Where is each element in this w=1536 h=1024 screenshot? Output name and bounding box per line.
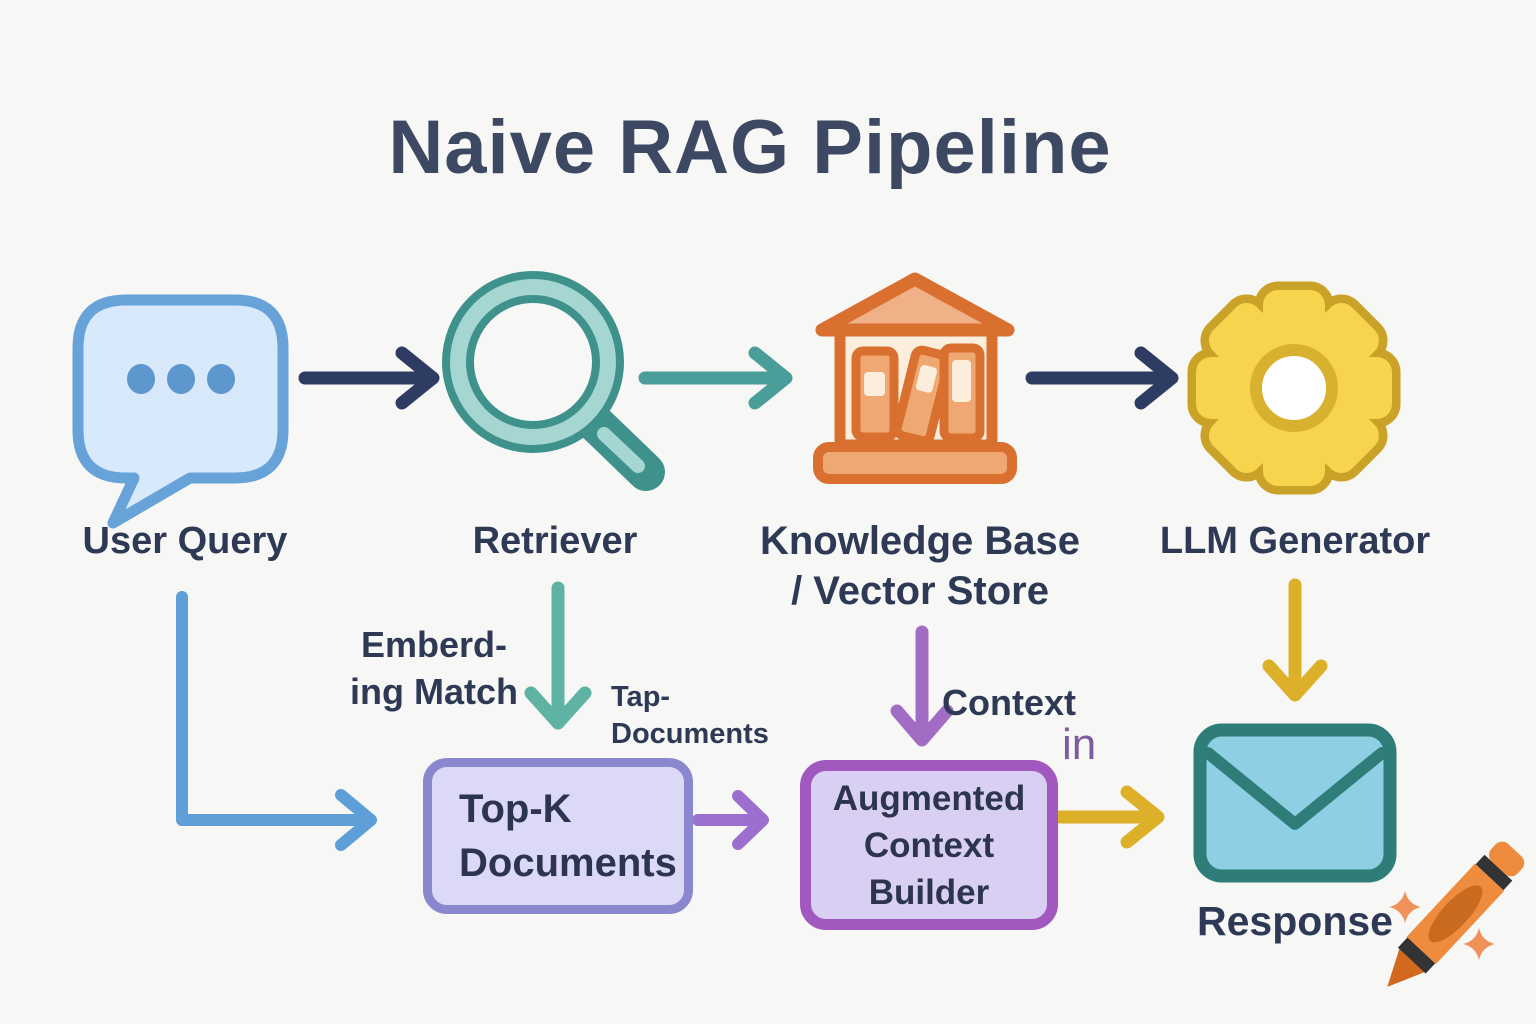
topk-documents-box: Top-K Documents [423, 758, 693, 914]
envelope-icon [1193, 723, 1397, 883]
arrow-userquery-retriever [298, 346, 440, 410]
arrow-acb-response [1053, 785, 1165, 849]
label-knowledge-base-line2: / Vector Store [791, 569, 1049, 613]
arrow-retriever-topk [524, 581, 592, 730]
page-title: Naive RAG Pipeline [388, 105, 1112, 190]
gear-icon [1187, 281, 1401, 495]
arrow-llm-response [1262, 578, 1328, 702]
library-building-icon [813, 272, 1017, 484]
label-context: Context [942, 682, 1076, 723]
label-embedding-line2: ing Match [350, 671, 518, 712]
arrow-retriever-knowledgebase [638, 346, 793, 410]
arrow-knowledgebase-acb [890, 625, 954, 747]
acb-box-line1: Augmented [832, 778, 1026, 818]
augmented-context-builder-box: Augmented Context Builder [800, 760, 1058, 930]
label-in: in [1062, 720, 1097, 769]
topk-box-line1: Top-K [459, 787, 572, 831]
label-response: Response [1197, 898, 1393, 944]
label-user-query: User Query [82, 520, 288, 562]
magnifier-icon [442, 271, 665, 491]
label-knowledge-base-line1: Knowledge Base [759, 519, 1081, 563]
label-knowledge-base: Knowledge Base / Vector Store [730, 516, 1110, 616]
label-embedding-match: Emberd- ing Match [330, 621, 538, 715]
label-llm-generator: LLM Generator [1159, 520, 1431, 562]
label-top-documents: Tap- Documents [611, 679, 841, 753]
topk-box-line2: Documents [459, 841, 677, 885]
label-embedding-line1: Emberd- [360, 624, 508, 665]
label-top-documents-line1: Tap- [611, 681, 671, 713]
arrow-knowledgebase-llm [1025, 346, 1179, 410]
crayon-icon [1387, 841, 1525, 987]
acb-box-line2: Context [863, 825, 995, 865]
label-retriever: Retriever [472, 520, 638, 562]
arrow-topk-acb [692, 790, 769, 850]
label-top-documents-line2: Documents [611, 718, 769, 750]
arrow-userquery-topk [176, 591, 377, 851]
sparkle-icon [1389, 891, 1495, 960]
chat-bubble-icon [72, 294, 289, 529]
acb-box-line3: Builder [868, 872, 990, 912]
